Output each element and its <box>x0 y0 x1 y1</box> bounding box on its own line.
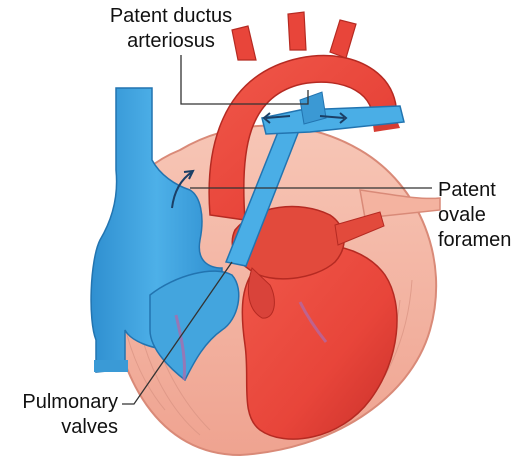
ductus-label: Patent ductus arteriosus <box>86 4 256 54</box>
pulmonary-label: Pulmonary valves <box>8 390 118 440</box>
ductus-arteriosus <box>300 92 326 124</box>
ovale-label-line1: Patent <box>438 178 511 203</box>
pulmonary-label-line1: Pulmonary <box>8 390 118 415</box>
ovale-label-line2: ovale <box>438 203 511 228</box>
ductus-label-line1: Patent ductus <box>86 4 256 29</box>
ovale-label-line3: foramen <box>438 228 511 253</box>
ovale-label: Patent ovale foramen <box>438 178 511 253</box>
pulmonary-label-line2: valves <box>8 415 118 440</box>
ductus-label-line2: arteriosus <box>86 29 256 54</box>
